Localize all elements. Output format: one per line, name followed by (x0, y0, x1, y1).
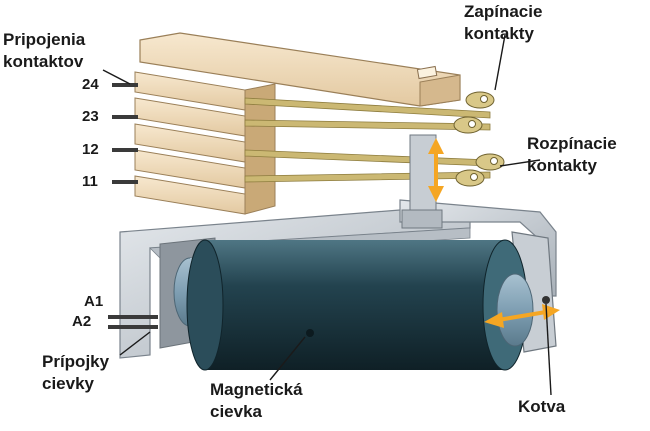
label-pripojky-line2: cievky (42, 374, 94, 393)
label-rozpinacie-line2: kontakty (527, 156, 597, 175)
leader-pripojky (119, 331, 151, 356)
label-kotva: Kotva (518, 397, 566, 416)
leader-magneticka (269, 336, 306, 381)
leader-rozpinacie (499, 159, 541, 167)
label-pripojky-line1: Prípojky (42, 352, 110, 371)
label-coil-a1: A1 (84, 293, 104, 310)
motion-arrow-vertical (428, 138, 444, 202)
label-terminal-12: 12 (82, 141, 99, 158)
label-terminal-23: 23 (82, 108, 99, 125)
leader-zapinacie (494, 34, 506, 91)
label-rozpinacie-line1: Rozpínacie (527, 134, 617, 153)
magnetic-coil (173, 239, 534, 371)
label-zapinacie-line1: Zapínacie (464, 2, 543, 21)
contact-terminal-pins (112, 83, 138, 184)
contact-springs (244, 97, 491, 183)
leader-pripojenia (102, 69, 131, 85)
label-magneticka-line2: cievka (210, 402, 262, 421)
actuator-rod (401, 134, 443, 229)
coil-terminal-pins (108, 315, 158, 329)
label-magneticka-line1: Magnetická (210, 380, 303, 399)
label-zapinacie-line2: kontakty (464, 24, 534, 43)
contact-tips (453, 91, 505, 187)
label-pripojenia-line1: Pripojenia (3, 30, 86, 49)
label-terminal-11: 11 (82, 173, 98, 190)
label-terminal-24: 24 (82, 76, 99, 93)
leader-lines (102, 34, 552, 396)
leader-kotva (545, 303, 552, 396)
label-pripojenia-line2: kontaktov (3, 52, 84, 71)
label-coil-a2: A2 (72, 313, 92, 330)
